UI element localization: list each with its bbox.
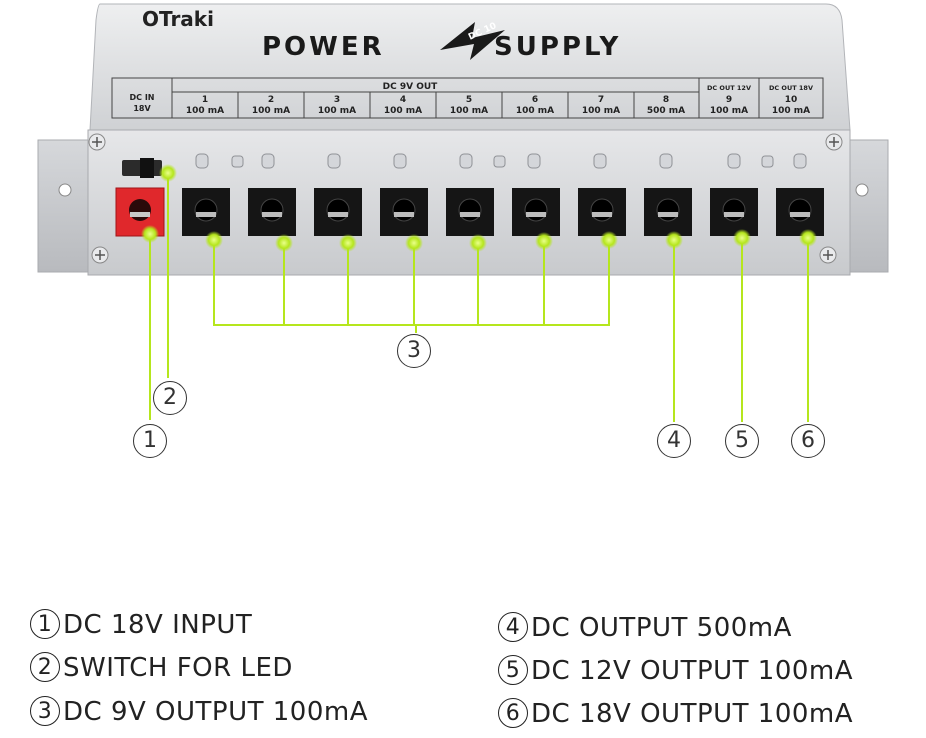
legend-number: 6 [498,697,528,728]
dc-9v-out-header: DC 9V OUT [383,82,439,92]
dc-out-12v-header: DC OUT 12V [707,84,751,92]
callout-3: 3 [397,334,431,368]
screw-icon [91,246,109,264]
output-jack-7[interactable] [578,188,626,236]
output-jack-8[interactable] [644,188,692,236]
output-jack-1[interactable] [182,188,230,236]
port-rating: 100 mA [516,106,554,116]
callout-6: 6 [791,424,825,458]
legend-text: DC OUTPUT 500mA [531,613,792,643]
port-rating: 100 mA [450,106,488,116]
output-jack-10[interactable] [776,188,824,236]
port-number: 10 [785,95,798,105]
output-jack-9[interactable] [710,188,758,236]
port-number: 3 [334,95,340,105]
legend-number: 3 [30,695,60,726]
port-rating: 100 mA [252,106,290,116]
title-supply: SUPPLY [494,32,621,62]
legend-number: 2 [30,651,60,682]
callout-1: 1 [133,424,167,458]
port-rating: 500 mA [647,106,685,116]
legend-number: 5 [498,654,528,685]
port-rating: 100 mA [318,106,356,116]
callout-dots [141,164,817,252]
screw-icon [825,133,843,151]
port-rating: 100 mA [384,106,422,116]
callout-4: 4 [657,424,691,458]
port-rating: 100 mA [710,106,748,116]
left-mount-hole [58,183,72,197]
legend-text: DC 18V OUTPUT 100mA [531,699,854,729]
dc-in-voltage: 18V [133,104,151,113]
legend-text: DC 12V OUTPUT 100mA [531,656,854,686]
port-number: 6 [532,95,538,105]
screw-icon [88,133,106,151]
port-labels: 1 100 mA 2 100 mA 3 100 mA 4 100 mA 5 10… [186,95,810,116]
screw-icon [819,246,837,264]
output-jack-2[interactable] [248,188,296,236]
output-jack-5[interactable] [446,188,494,236]
port-number: 7 [598,95,604,105]
callout-2: 2 [153,381,187,415]
port-number: 2 [268,95,274,105]
callout-5: 5 [725,424,759,458]
port-rating: 100 mA [582,106,620,116]
port-number: 4 [400,95,406,105]
legend-number: 1 [30,608,60,639]
led-switch-toggle[interactable] [140,158,154,178]
output-jack-6[interactable] [512,188,560,236]
left-mounting-flange [37,139,89,273]
legend-text: DC 9V OUTPUT 100mA [63,697,369,727]
callout-lines [149,174,809,422]
led-indicators [195,153,807,169]
title-power: POWER [262,32,385,62]
dc-18v-out-box [758,77,824,119]
legend-text: SWITCH FOR LED [63,653,293,683]
legend-number: 4 [498,611,528,642]
port-rating: 100 mA [186,106,224,116]
port-number: 8 [663,95,669,105]
dc-in-label: DC IN [130,93,155,102]
port-rating: 100 mA [772,106,810,116]
port-number: 9 [726,95,732,105]
port-number: 1 [202,95,208,105]
brand-logo: OTraki [142,7,214,31]
output-jack-4[interactable] [380,188,428,236]
port-number: 5 [466,95,472,105]
output-jack-3[interactable] [314,188,362,236]
dc-out-18v-header: DC OUT 18V [769,84,813,92]
legend-text: DC 18V INPUT [63,610,253,640]
lightning-badge-icon [440,22,505,60]
right-mount-hole [855,183,869,197]
